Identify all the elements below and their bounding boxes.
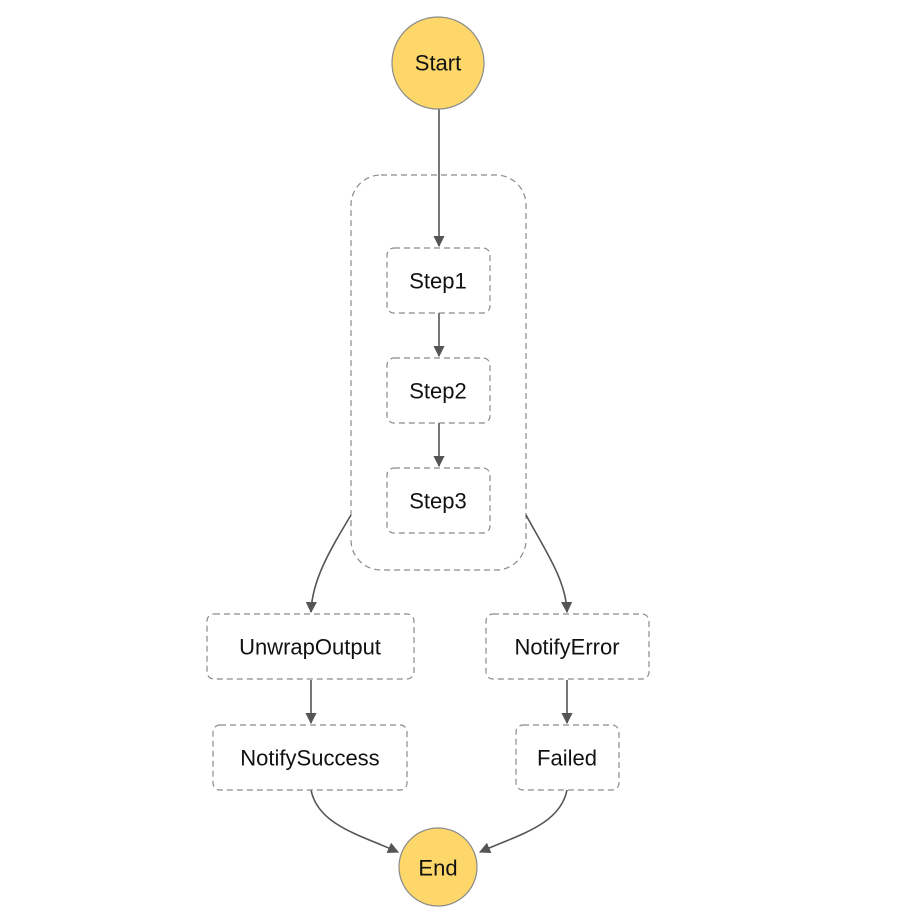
step1-box bbox=[386, 247, 491, 314]
notifyerror-box bbox=[485, 613, 650, 680]
failed-node[interactable]: Failed bbox=[515, 724, 620, 791]
end-circle bbox=[398, 827, 478, 907]
step3-node[interactable]: Step3 bbox=[386, 467, 491, 534]
failed-box bbox=[515, 724, 620, 791]
start-label: Start bbox=[415, 51, 461, 76]
step2-label: Step2 bbox=[409, 379, 467, 404]
end-node[interactable]: End bbox=[398, 827, 478, 907]
step2-node[interactable]: Step2 bbox=[386, 357, 491, 424]
step3-box bbox=[386, 467, 491, 534]
edge-group-to-unwrapoutput bbox=[305, 514, 352, 614]
unwrapoutput-node[interactable]: UnwrapOutput bbox=[206, 613, 415, 680]
notifyerror-node[interactable]: NotifyError bbox=[485, 613, 650, 680]
step2-box bbox=[386, 357, 491, 424]
end-label: End bbox=[418, 856, 457, 881]
unwrapoutput-label: UnwrapOutput bbox=[239, 635, 381, 660]
notifysuccess-label: NotifySuccess bbox=[240, 746, 379, 771]
notifysuccess-node[interactable]: NotifySuccess bbox=[212, 724, 408, 791]
notifysuccess-box bbox=[212, 724, 408, 791]
step1-node[interactable]: Step1 bbox=[386, 247, 491, 314]
step3-label: Step3 bbox=[409, 489, 467, 514]
failed-label: Failed bbox=[537, 746, 597, 771]
step-group-container bbox=[350, 174, 527, 571]
edge-notifysuccess-to-end bbox=[310, 789, 400, 853]
unwrapoutput-box bbox=[206, 613, 415, 680]
edge-group-to-notifyerror bbox=[525, 514, 573, 614]
edge-failed-to-end bbox=[478, 789, 568, 853]
start-circle bbox=[391, 16, 485, 110]
start-node[interactable]: Start bbox=[391, 16, 485, 110]
step1-label: Step1 bbox=[409, 269, 467, 294]
notifyerror-label: NotifyError bbox=[514, 635, 619, 660]
